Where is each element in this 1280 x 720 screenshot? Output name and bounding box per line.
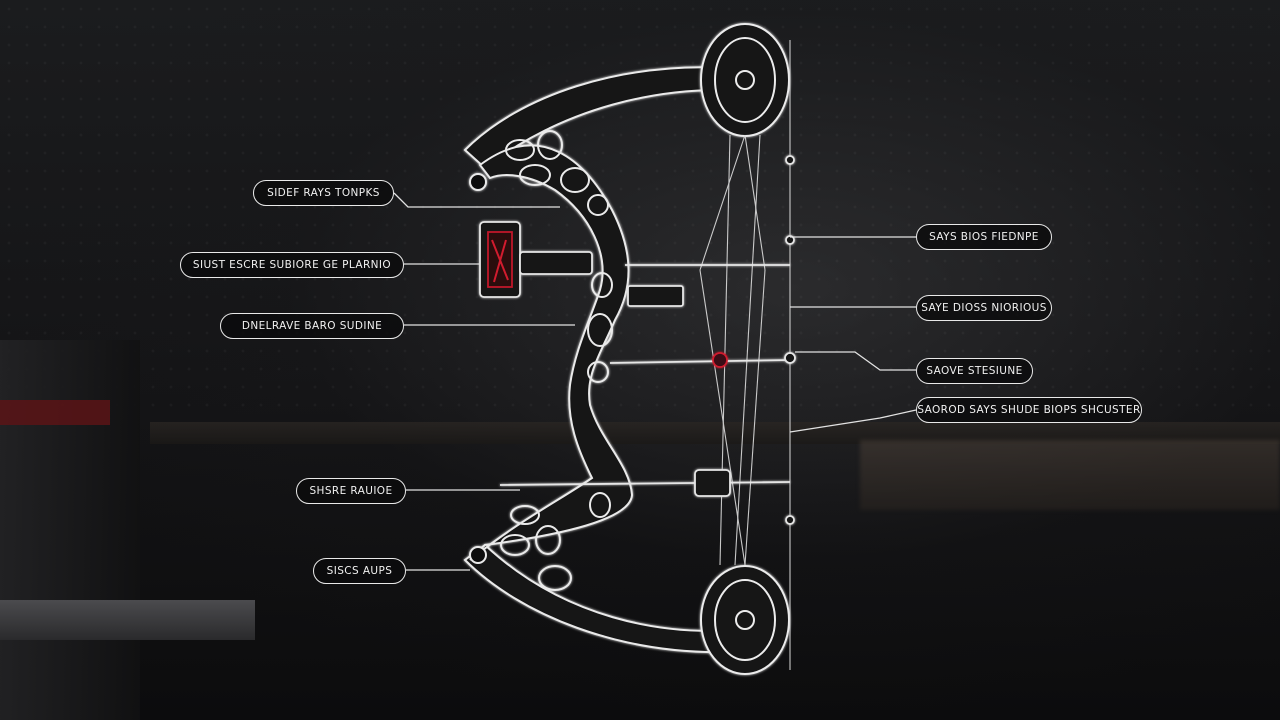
callout-label: SIDEF RAYS TONPKS (267, 187, 380, 199)
red-vise-block (0, 400, 110, 425)
callout-right-1: SAYS BIOS FIEDNPE (916, 224, 1052, 250)
callout-left-1: SIDEF RAYS TONPKS (253, 180, 394, 206)
cam-wheels (700, 23, 790, 675)
callout-label: SAYE DIOSS NIORIOUS (921, 302, 1047, 314)
pegboard-wall (0, 0, 1280, 420)
callout-label: SIUST ESCRE SUBIORE GE PLARNIO (192, 259, 392, 271)
callout-right-3: SAOVE STESIUNE (916, 358, 1033, 384)
callout-label: SHSRE RAUIOE (309, 485, 393, 497)
callout-leader-lines (393, 192, 917, 571)
callout-right-4: SAOROD SAYS SHUDE BIOPS SHCUSTER (916, 397, 1142, 423)
side-table (0, 600, 255, 640)
callout-label: DNELRAVE BARO SUDINE (241, 320, 383, 332)
callout-label: SAOVE STESIUNE (926, 365, 1023, 377)
callout-left-5: SISCS AUPS (313, 558, 406, 584)
workbench (860, 440, 1280, 510)
wall-shelf (150, 422, 1280, 444)
callout-label: SAOROD SAYS SHUDE BIOPS SHCUSTER (917, 404, 1141, 416)
callout-left-4: SHSRE RAUIOE (296, 478, 406, 504)
bow-accessories (479, 155, 796, 525)
callout-label: SISCS AUPS (326, 565, 393, 577)
callout-left-3: DNELRAVE BARO SUDINE (220, 313, 404, 339)
callout-right-2: SAYE DIOSS NIORIOUS (916, 295, 1052, 321)
callout-left-2: SIUST ESCRE SUBIORE GE PLARNIO (180, 252, 404, 278)
callout-label: SAYS BIOS FIEDNPE (929, 231, 1039, 243)
